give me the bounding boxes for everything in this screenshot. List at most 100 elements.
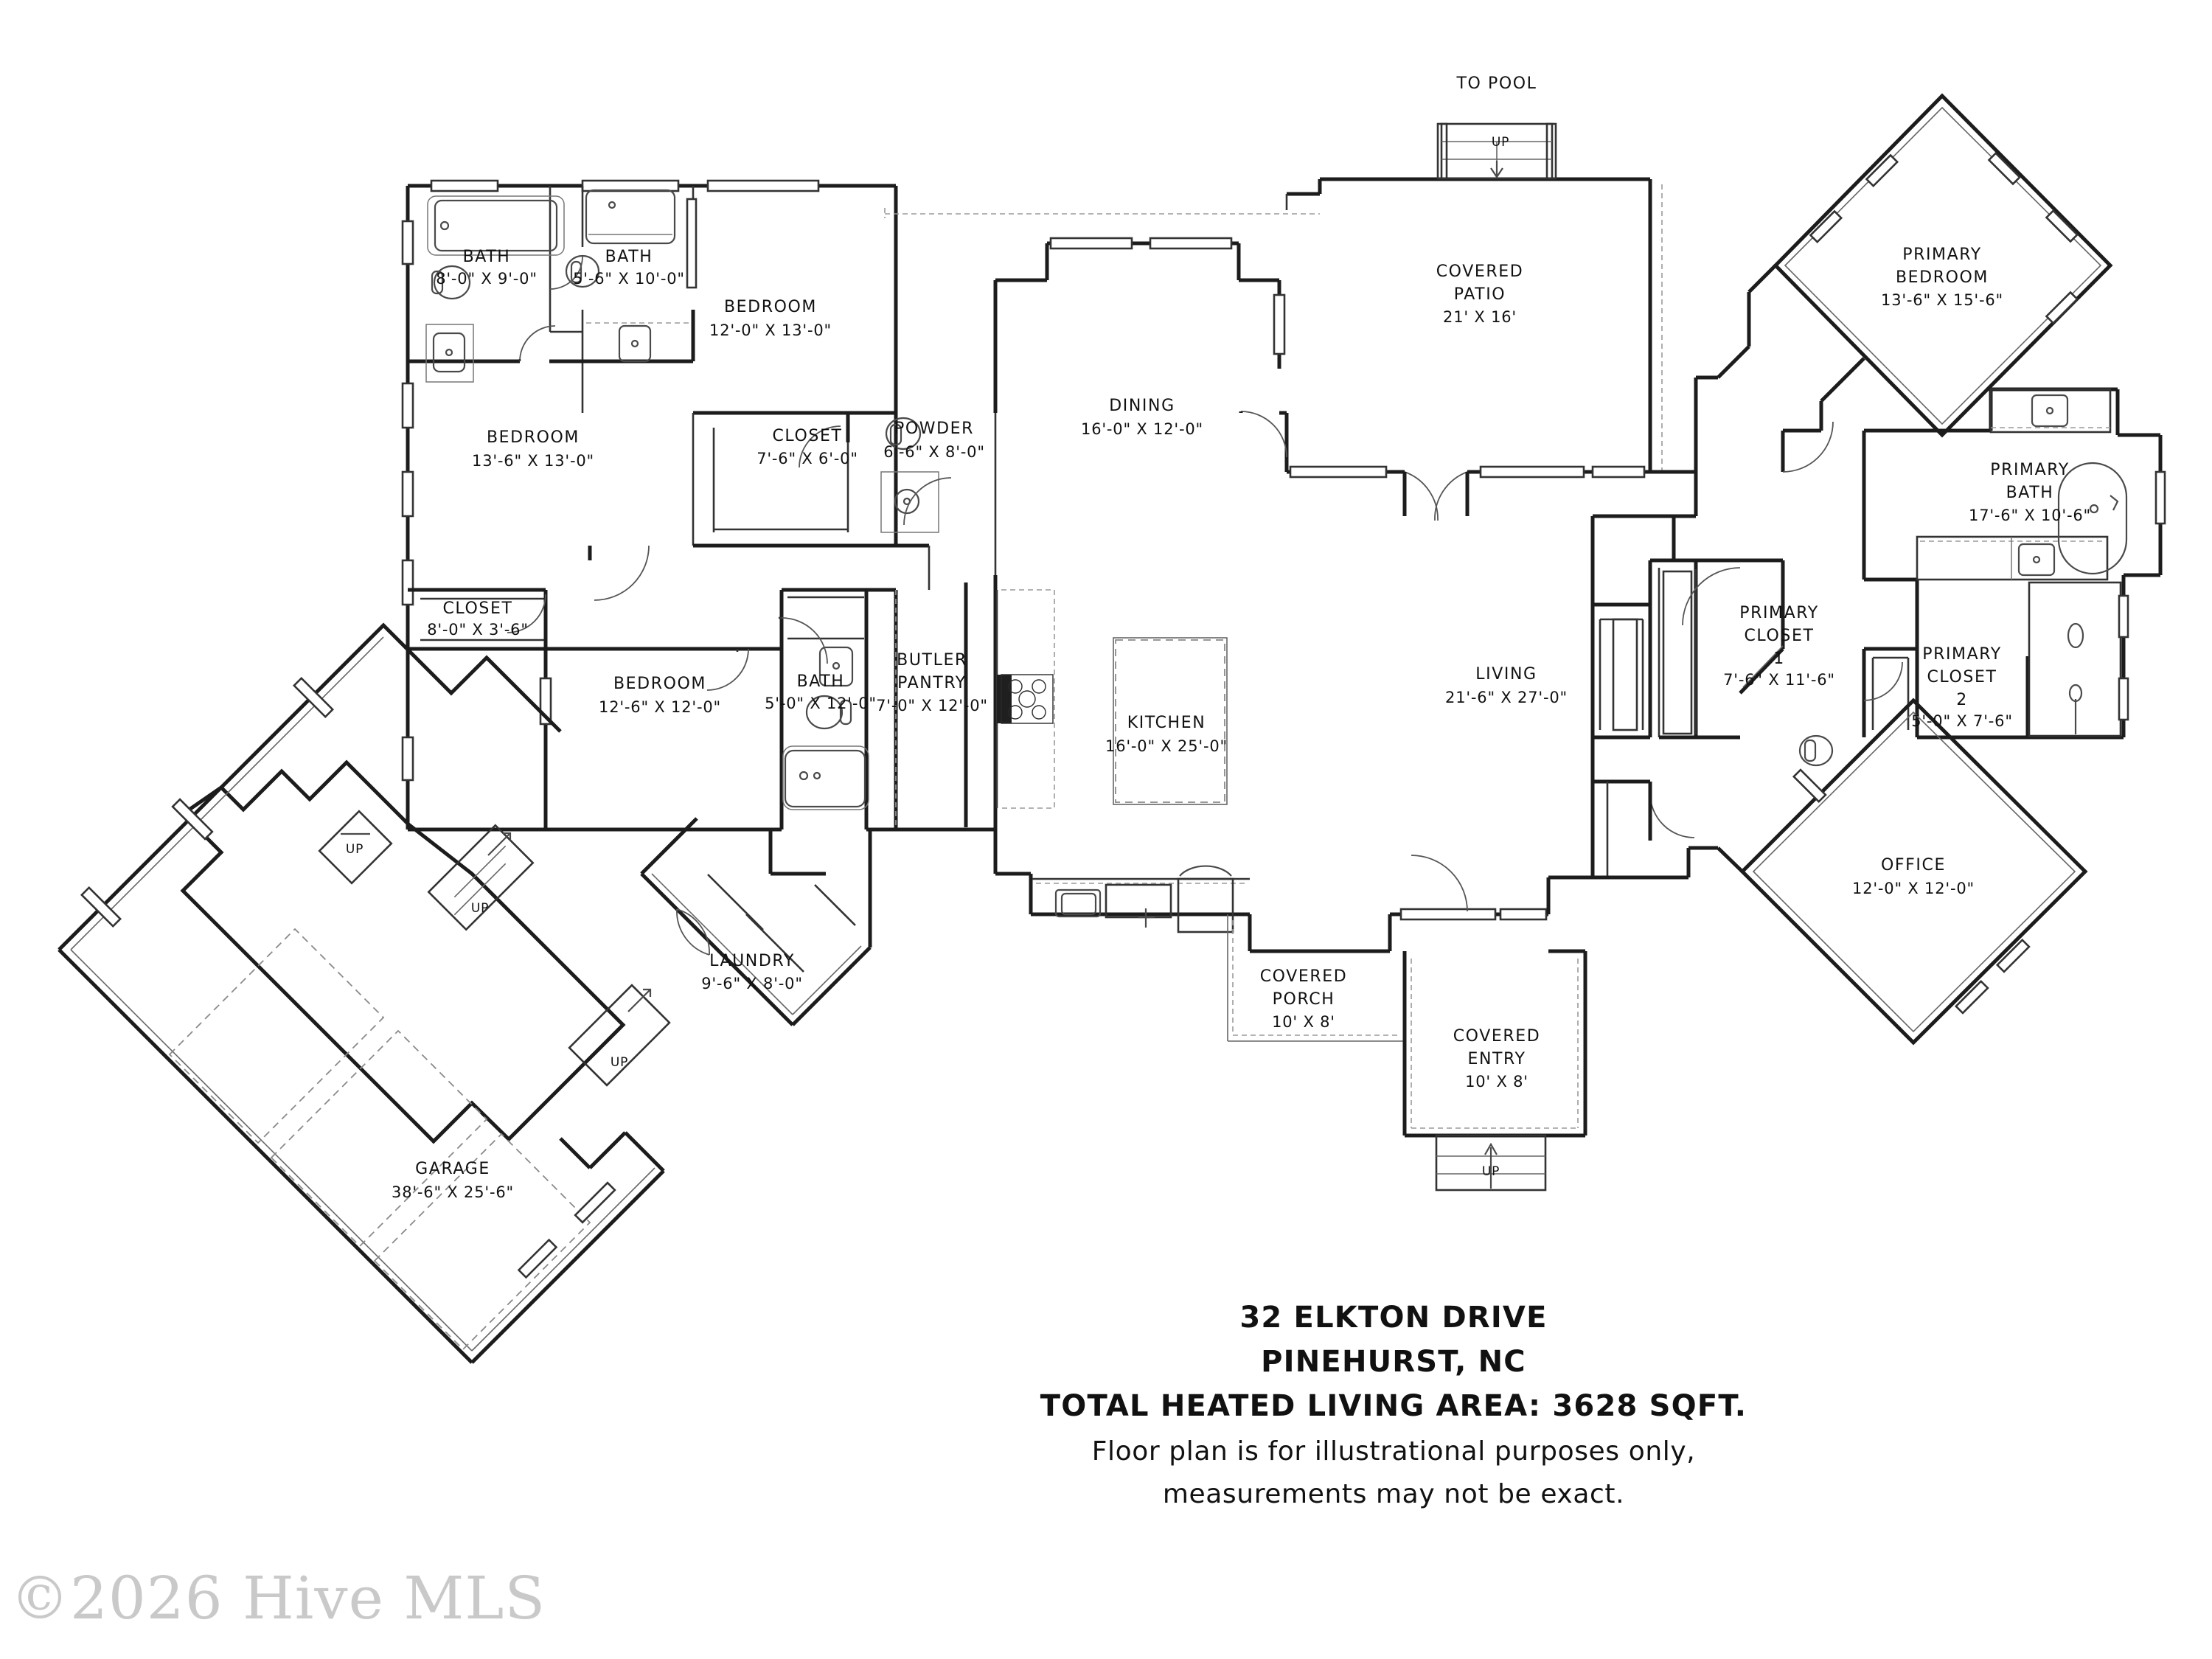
laundry-wing <box>640 817 872 1026</box>
room-labels: BATH 8'-0" X 9'-0" BATH 5'-6" X 10'-0" B… <box>392 246 2091 1201</box>
bath2-fixtures <box>565 189 698 363</box>
room-dim-bedroom-left: 13'-6" X 13'-0" <box>472 452 594 470</box>
room-dim-primary-closet-2: 5'-0" X 7'-6" <box>1911 712 2013 730</box>
room-label-primary-closet-1: PRIMARY <box>1739 604 1819 622</box>
room-dim-living: 21'-6" X 27'-0" <box>1445 689 1568 706</box>
room-label-closet-left: CLOSET <box>442 599 512 618</box>
window-group-left <box>401 179 820 782</box>
range-cooktop <box>997 674 1054 724</box>
central-core <box>993 237 1548 953</box>
room-label-butler-pantry-2: PANTRY <box>897 674 967 692</box>
room-label-bath-3: BATH <box>797 672 845 691</box>
room-dim-primary-closet-1: 7'-6" X 11'-6" <box>1723 671 1835 689</box>
room-dim-bath-1: 8'-0" X 9'-0" <box>436 270 538 288</box>
room-dim-covered-porch: 10' X 8' <box>1272 1013 1335 1031</box>
room-label-bath-2: BATH <box>605 248 653 266</box>
room-label-closet-hall: CLOSET <box>772 427 842 445</box>
room-label-living: LIVING <box>1475 665 1537 684</box>
room-label-covered-patio-2: PATIO <box>1454 285 1506 304</box>
plan-annotations: TO POOL UP UP UP UP UP <box>346 74 1537 1179</box>
room-label-covered-entry: COVERED <box>1453 1027 1541 1046</box>
to-pool-label: TO POOL <box>1455 74 1537 93</box>
room-dim-primary-bedroom: 13'-6" X 15'-6" <box>1881 291 2003 309</box>
room-label-bath-1: BATH <box>463 248 511 266</box>
bath1-fixtures <box>425 195 565 383</box>
room-label-primary-closet-1-3: 1 <box>1773 650 1785 668</box>
title-area: TOTAL HEATED LIVING AREA: 3628 SQFT. <box>1040 1389 1747 1423</box>
room-label-primary-bath-2: BATH <box>2006 484 2054 502</box>
powder-room <box>880 417 952 533</box>
room-dim-butler-pantry: 7'-0" X 12'-0" <box>876 697 988 714</box>
room-label-butler-pantry: BUTLER <box>897 651 967 669</box>
office-windows <box>1792 768 2031 1015</box>
room-label-covered-patio: COVERED <box>1436 262 1524 281</box>
room-label-kitchen: KITCHEN <box>1127 714 1206 732</box>
room-label-bedroom-left: BEDROOM <box>487 428 580 447</box>
covered-patio-structure <box>884 122 1696 521</box>
room-label-primary-closet-2-3: 2 <box>1956 691 1968 709</box>
primary-suite <box>1590 93 2166 1046</box>
room-label-primary-closet-2: PRIMARY <box>1922 645 2002 664</box>
title-disclaimer-2: measurements may not be exact. <box>1163 1479 1624 1509</box>
room-label-primary-bedroom: PRIMARY <box>1902 246 1982 264</box>
pool-stair <box>1436 122 1557 180</box>
room-dim-laundry: 9'-6" X 8'-0" <box>701 975 803 992</box>
title-block: 32 ELKTON DRIVE PINEHURST, NC TOTAL HEAT… <box>1040 1301 1747 1509</box>
title-address: 32 ELKTON DRIVE <box>1239 1301 1547 1335</box>
kitchen-island <box>1115 639 1225 803</box>
room-label-bedroom-lower: BEDROOM <box>613 675 706 693</box>
room-label-covered-entry-2: ENTRY <box>1467 1050 1526 1068</box>
garage-outline <box>180 759 626 1144</box>
stair-up-entry: UP <box>1482 1164 1500 1179</box>
room-label-covered-porch: COVERED <box>1260 967 1348 986</box>
garage-structure <box>58 622 671 1364</box>
primary-shower <box>2028 581 2129 737</box>
room-dim-primary-bath: 17'-6" X 10'-6" <box>1969 507 2091 524</box>
room-label-dining: DINING <box>1109 397 1175 415</box>
room-dim-bath-2: 5'-6" X 10'-0" <box>573 270 685 288</box>
room-label-primary-bath: PRIMARY <box>1990 461 2070 479</box>
room-label-garage: GARAGE <box>415 1160 490 1178</box>
mls-watermark: ©2026 Hive MLS <box>10 1564 546 1632</box>
left-bedroom-wing <box>401 179 998 841</box>
room-label-laundry: LAUNDRY <box>709 952 795 970</box>
room-label-office: OFFICE <box>1881 856 1946 874</box>
room-dim-covered-entry: 10' X 8' <box>1465 1073 1528 1091</box>
room-dim-closet-left: 8'-0" X 3'-6" <box>427 621 529 639</box>
garage-stairs <box>318 810 671 1087</box>
room-label-primary-bedroom-2: BEDROOM <box>1896 268 1989 287</box>
room-dim-garage: 38'-6" X 25'-6" <box>392 1183 514 1201</box>
stair-up-garage-b: UP <box>471 901 489 916</box>
room-dim-bath-3: 5'-0" X 12'-0" <box>765 695 877 712</box>
bath3-fixtures <box>782 646 869 810</box>
room-label-covered-porch-2: PORCH <box>1273 990 1335 1009</box>
room-dim-kitchen: 16'-0" X 25'-0" <box>1105 737 1228 755</box>
office-outline <box>1739 698 2088 1046</box>
room-dim-bedroom-lower: 12'-6" X 12'-0" <box>599 698 721 716</box>
room-dim-closet-hall: 7'-6" X 6'-0" <box>757 450 858 467</box>
room-label-primary-closet-2-2: CLOSET <box>1927 668 1997 686</box>
garage-bays <box>168 928 591 1351</box>
soaking-tub <box>2057 462 2128 575</box>
room-dim-office: 12'-0" X 12'-0" <box>1852 880 1975 897</box>
stair-up-pool: UP <box>1492 135 1509 150</box>
primary-bedroom-windows <box>1809 151 2079 325</box>
covered-porch-entry <box>1227 914 1587 1192</box>
stair-up-garage-a: UP <box>346 842 364 857</box>
title-city-state: PINEHURST, NC <box>1261 1345 1526 1379</box>
room-label-primary-closet-1-2: CLOSET <box>1744 627 1814 645</box>
room-dim-covered-patio: 21' X 16' <box>1443 308 1517 326</box>
water-closet <box>1798 734 1834 767</box>
room-label-bedroom-front: BEDROOM <box>724 298 817 316</box>
room-dim-powder: 6'-6" X 8'-0" <box>883 443 985 461</box>
room-dim-dining: 16'-0" X 12'-0" <box>1081 420 1203 438</box>
room-label-powder: POWDER <box>894 420 974 438</box>
entry-stair <box>1435 1134 1547 1192</box>
title-disclaimer-1: Floor plan is for illustrational purpose… <box>1092 1436 1696 1467</box>
living-right-walls <box>1546 470 1698 914</box>
primary-bedroom-outline <box>1773 93 2113 438</box>
room-dim-bedroom-front: 12'-0" X 13'-0" <box>709 321 832 339</box>
primary-bath-vanities <box>1916 388 2112 581</box>
